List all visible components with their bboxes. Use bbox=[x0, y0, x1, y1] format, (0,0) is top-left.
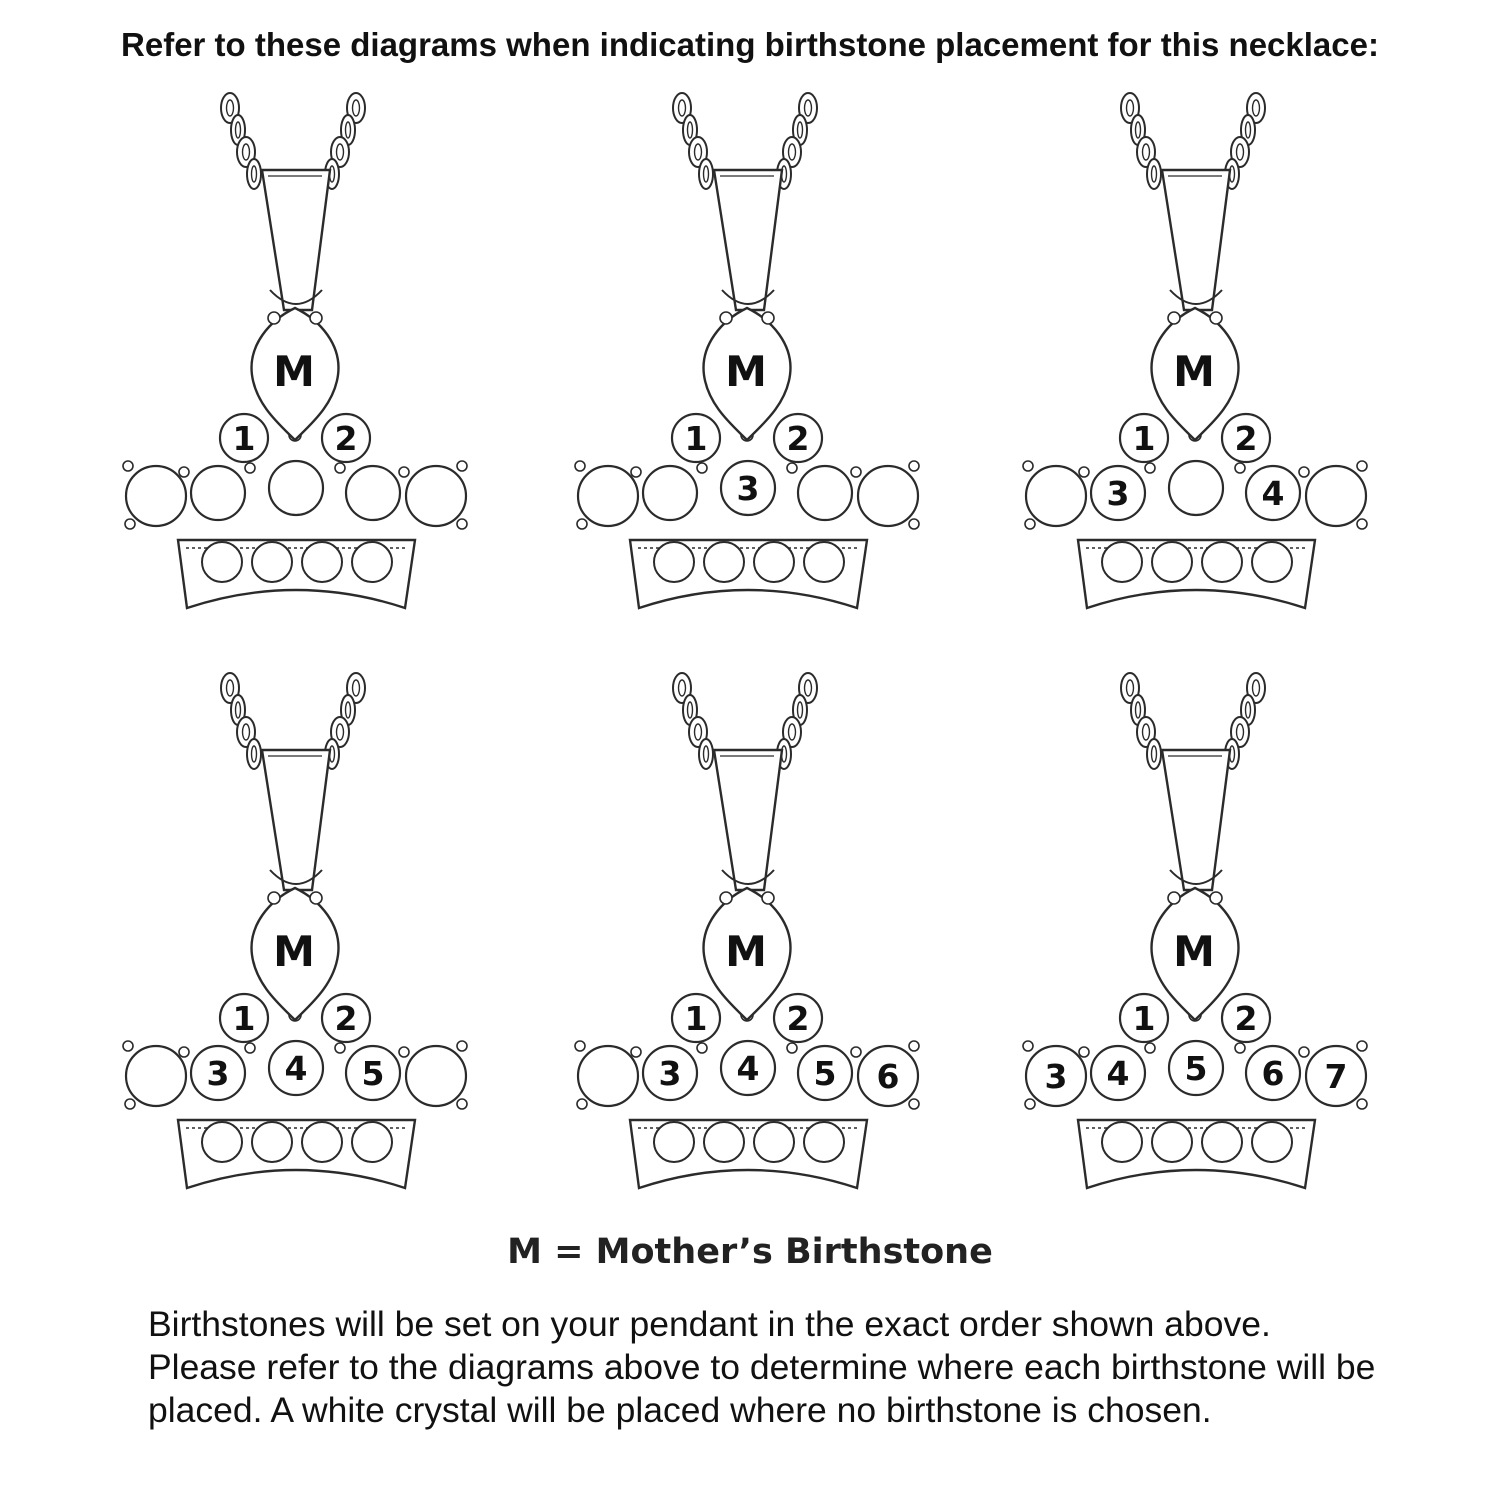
stone-number-label: 4 bbox=[285, 1049, 308, 1088]
legend: M = Mother’s Birthstone bbox=[507, 1232, 993, 1272]
stone-number-label: 1 bbox=[233, 999, 256, 1038]
stone-number-label: 5 bbox=[814, 1054, 837, 1093]
mother-stone-label: M bbox=[273, 927, 315, 976]
stone-number-label: 6 bbox=[877, 1057, 900, 1096]
stone-number-label: 2 bbox=[1235, 999, 1258, 1038]
stone-number-label: 4 bbox=[1107, 1054, 1130, 1093]
stone-number-label: 3 bbox=[737, 469, 760, 508]
pendant-diagram: M 3 4 5 6 1 2 bbox=[574, 672, 920, 1190]
stone-number-label: 5 bbox=[1185, 1049, 1208, 1088]
stone-number-label: 2 bbox=[787, 999, 810, 1038]
stone-number-label: 2 bbox=[335, 999, 358, 1038]
page-heading: Refer to these diagrams when indicating … bbox=[121, 26, 1379, 63]
mother-stone-label: M bbox=[273, 347, 315, 396]
mother-stone-label: M bbox=[725, 927, 767, 976]
stone-number-label: 4 bbox=[737, 1049, 760, 1088]
stone-number-label: 4 bbox=[1262, 474, 1285, 513]
stone-number-label: 2 bbox=[335, 419, 358, 458]
mother-stone-label: M bbox=[1173, 927, 1215, 976]
pendant-diagram: M1 2 bbox=[122, 92, 468, 610]
stone-number-label: 7 bbox=[1325, 1057, 1348, 1096]
pendant-diagram: M 31 2 bbox=[574, 92, 920, 610]
stone-number-label: 5 bbox=[362, 1054, 385, 1093]
placement-note: Birthstones will be set on your pendant … bbox=[148, 1304, 1376, 1430]
stone-number-label: 3 bbox=[1107, 474, 1130, 513]
stone-number-label: 2 bbox=[787, 419, 810, 458]
stone-number-label: 3 bbox=[1045, 1057, 1068, 1096]
stone-number-label: 1 bbox=[1133, 999, 1156, 1038]
stone-number-label: 2 bbox=[1235, 419, 1258, 458]
stone-number-label: 3 bbox=[659, 1054, 682, 1093]
mother-stone-label: M bbox=[1173, 347, 1215, 396]
stone-number-label: 6 bbox=[1262, 1054, 1285, 1093]
stone-number-label: 1 bbox=[685, 999, 708, 1038]
stone-number-label: 1 bbox=[1133, 419, 1156, 458]
pendant-diagram: M 3 4 1 2 bbox=[1022, 92, 1368, 610]
pendant-diagram: M 3 4 5 1 2 bbox=[122, 672, 468, 1190]
stone-number-label: 1 bbox=[685, 419, 708, 458]
stone-number-label: 1 bbox=[233, 419, 256, 458]
mother-stone-label: M bbox=[725, 347, 767, 396]
stone-number-label: 3 bbox=[207, 1054, 230, 1093]
